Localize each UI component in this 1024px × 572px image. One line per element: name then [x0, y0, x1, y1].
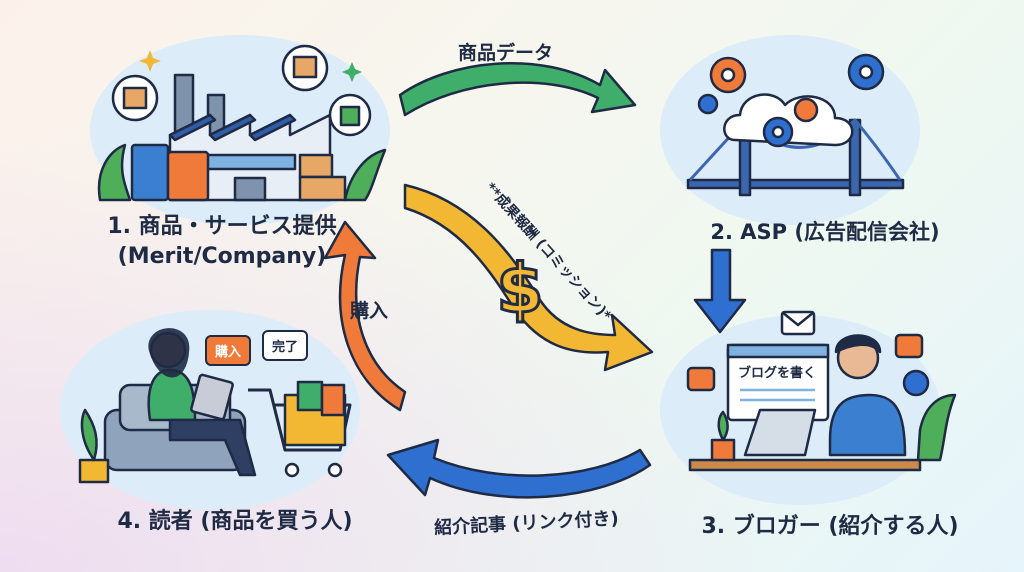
done-bubble: 完了	[262, 330, 309, 361]
company-label: 1. 商品・サービス提供 (Merit/Company)	[92, 212, 352, 272]
product-data-label: 商品データ	[458, 42, 554, 64]
cloud-icon	[723, 93, 854, 147]
asp-to-blogger-arrow	[693, 248, 747, 334]
product-data-arrow	[398, 62, 637, 117]
gear-icon	[793, 97, 819, 123]
box-icon	[122, 86, 148, 110]
company-subtitle: (Merit/Company)	[117, 244, 327, 269]
blog-screen-text: ブログを書く	[738, 366, 817, 381]
commission-arrow	[403, 183, 654, 372]
buy-bubble: 購入	[205, 335, 252, 366]
asp-label: 2. ASP (広告配信会社)	[710, 220, 940, 244]
purchase-arrow	[323, 220, 407, 412]
tablet-icon	[190, 373, 234, 421]
laptop-icon	[743, 408, 817, 457]
dollar-symbol: $	[496, 250, 543, 329]
factory-illustration	[97, 44, 387, 202]
company-title: 1. 商品・サービス提供	[107, 214, 337, 239]
shopping-bag-icon	[339, 105, 361, 127]
heart-icon	[894, 333, 924, 359]
sparkle-icon	[139, 50, 161, 72]
blogger-illustration	[686, 310, 957, 472]
asp-illustration	[686, 53, 905, 197]
purchase-label: 購入	[350, 300, 389, 322]
article-arrow	[386, 438, 652, 499]
gear-icon	[697, 93, 719, 115]
reader-illustration	[78, 328, 352, 484]
share-icon	[902, 369, 930, 397]
blogger-label: 3. ブロガー (紹介する人)	[701, 514, 959, 539]
sparkle-icon	[342, 62, 362, 82]
box-icon	[292, 55, 318, 79]
heart-icon	[686, 366, 716, 392]
reader-label: 4. 読者 (商品を買う人)	[117, 509, 353, 534]
